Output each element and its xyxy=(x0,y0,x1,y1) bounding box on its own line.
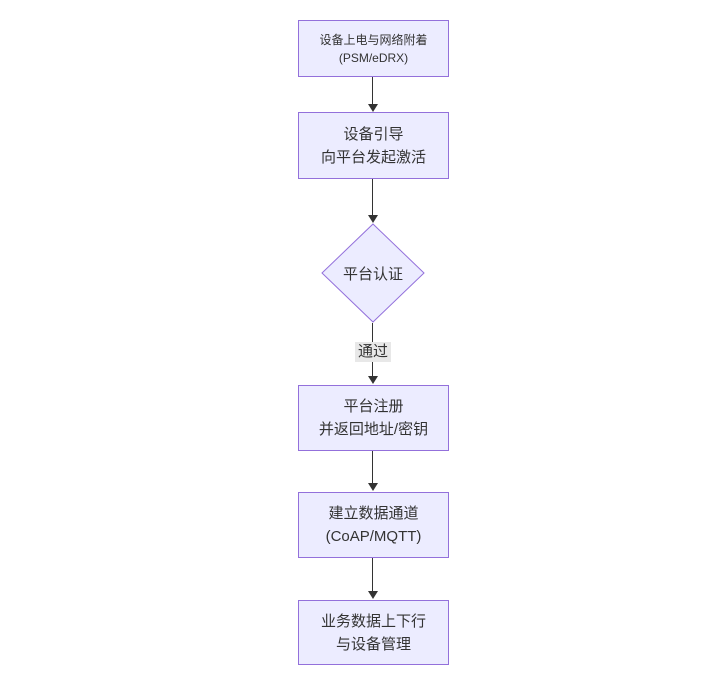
node-text-line: 与设备管理 xyxy=(335,635,411,653)
node-power-network-attach: 设备上电与网络附着 (PSM/eDRX) xyxy=(298,20,449,77)
node-text-line: (PSM/eDRX) xyxy=(338,50,409,65)
edge-label-pass: 通过 xyxy=(354,342,392,362)
arrow-head-icon xyxy=(368,215,378,223)
node-text-line: 平台认证 xyxy=(342,265,403,283)
node-text-line: 向平台发起激活 xyxy=(320,148,426,166)
node-text-line: 设备上电与网络附着 xyxy=(319,32,428,47)
arrow-line xyxy=(372,77,373,105)
node-text-line: 设备引导 xyxy=(343,125,404,143)
arrow-head-icon xyxy=(368,483,378,491)
node-data-channel: 建立数据通道 (CoAP/MQTT) xyxy=(298,492,449,558)
diamond-shape xyxy=(321,223,425,323)
arrow-head-icon xyxy=(368,104,378,112)
arrow-line xyxy=(372,179,373,216)
arrow-line xyxy=(372,451,373,484)
node-text-line: (CoAP/MQTT) xyxy=(325,528,422,545)
node-text-line: 业务数据上下行 xyxy=(320,612,426,630)
arrow-head-icon xyxy=(368,376,378,384)
node-text-line: 并返回地址/密钥 xyxy=(318,421,429,438)
node-text-line: 建立数据通道 xyxy=(328,505,419,522)
node-business-data: 业务数据上下行 与设备管理 xyxy=(298,600,449,665)
node-device-bootstrap: 设备引导 向平台发起激活 xyxy=(298,112,449,179)
arrow-head-icon xyxy=(368,591,378,599)
node-text-line: 平台注册 xyxy=(343,398,404,415)
node-platform-register: 平台注册 并返回地址/密钥 xyxy=(298,385,449,451)
arrow-line xyxy=(372,558,373,592)
decision-platform-auth: 平台认证 xyxy=(321,223,425,323)
